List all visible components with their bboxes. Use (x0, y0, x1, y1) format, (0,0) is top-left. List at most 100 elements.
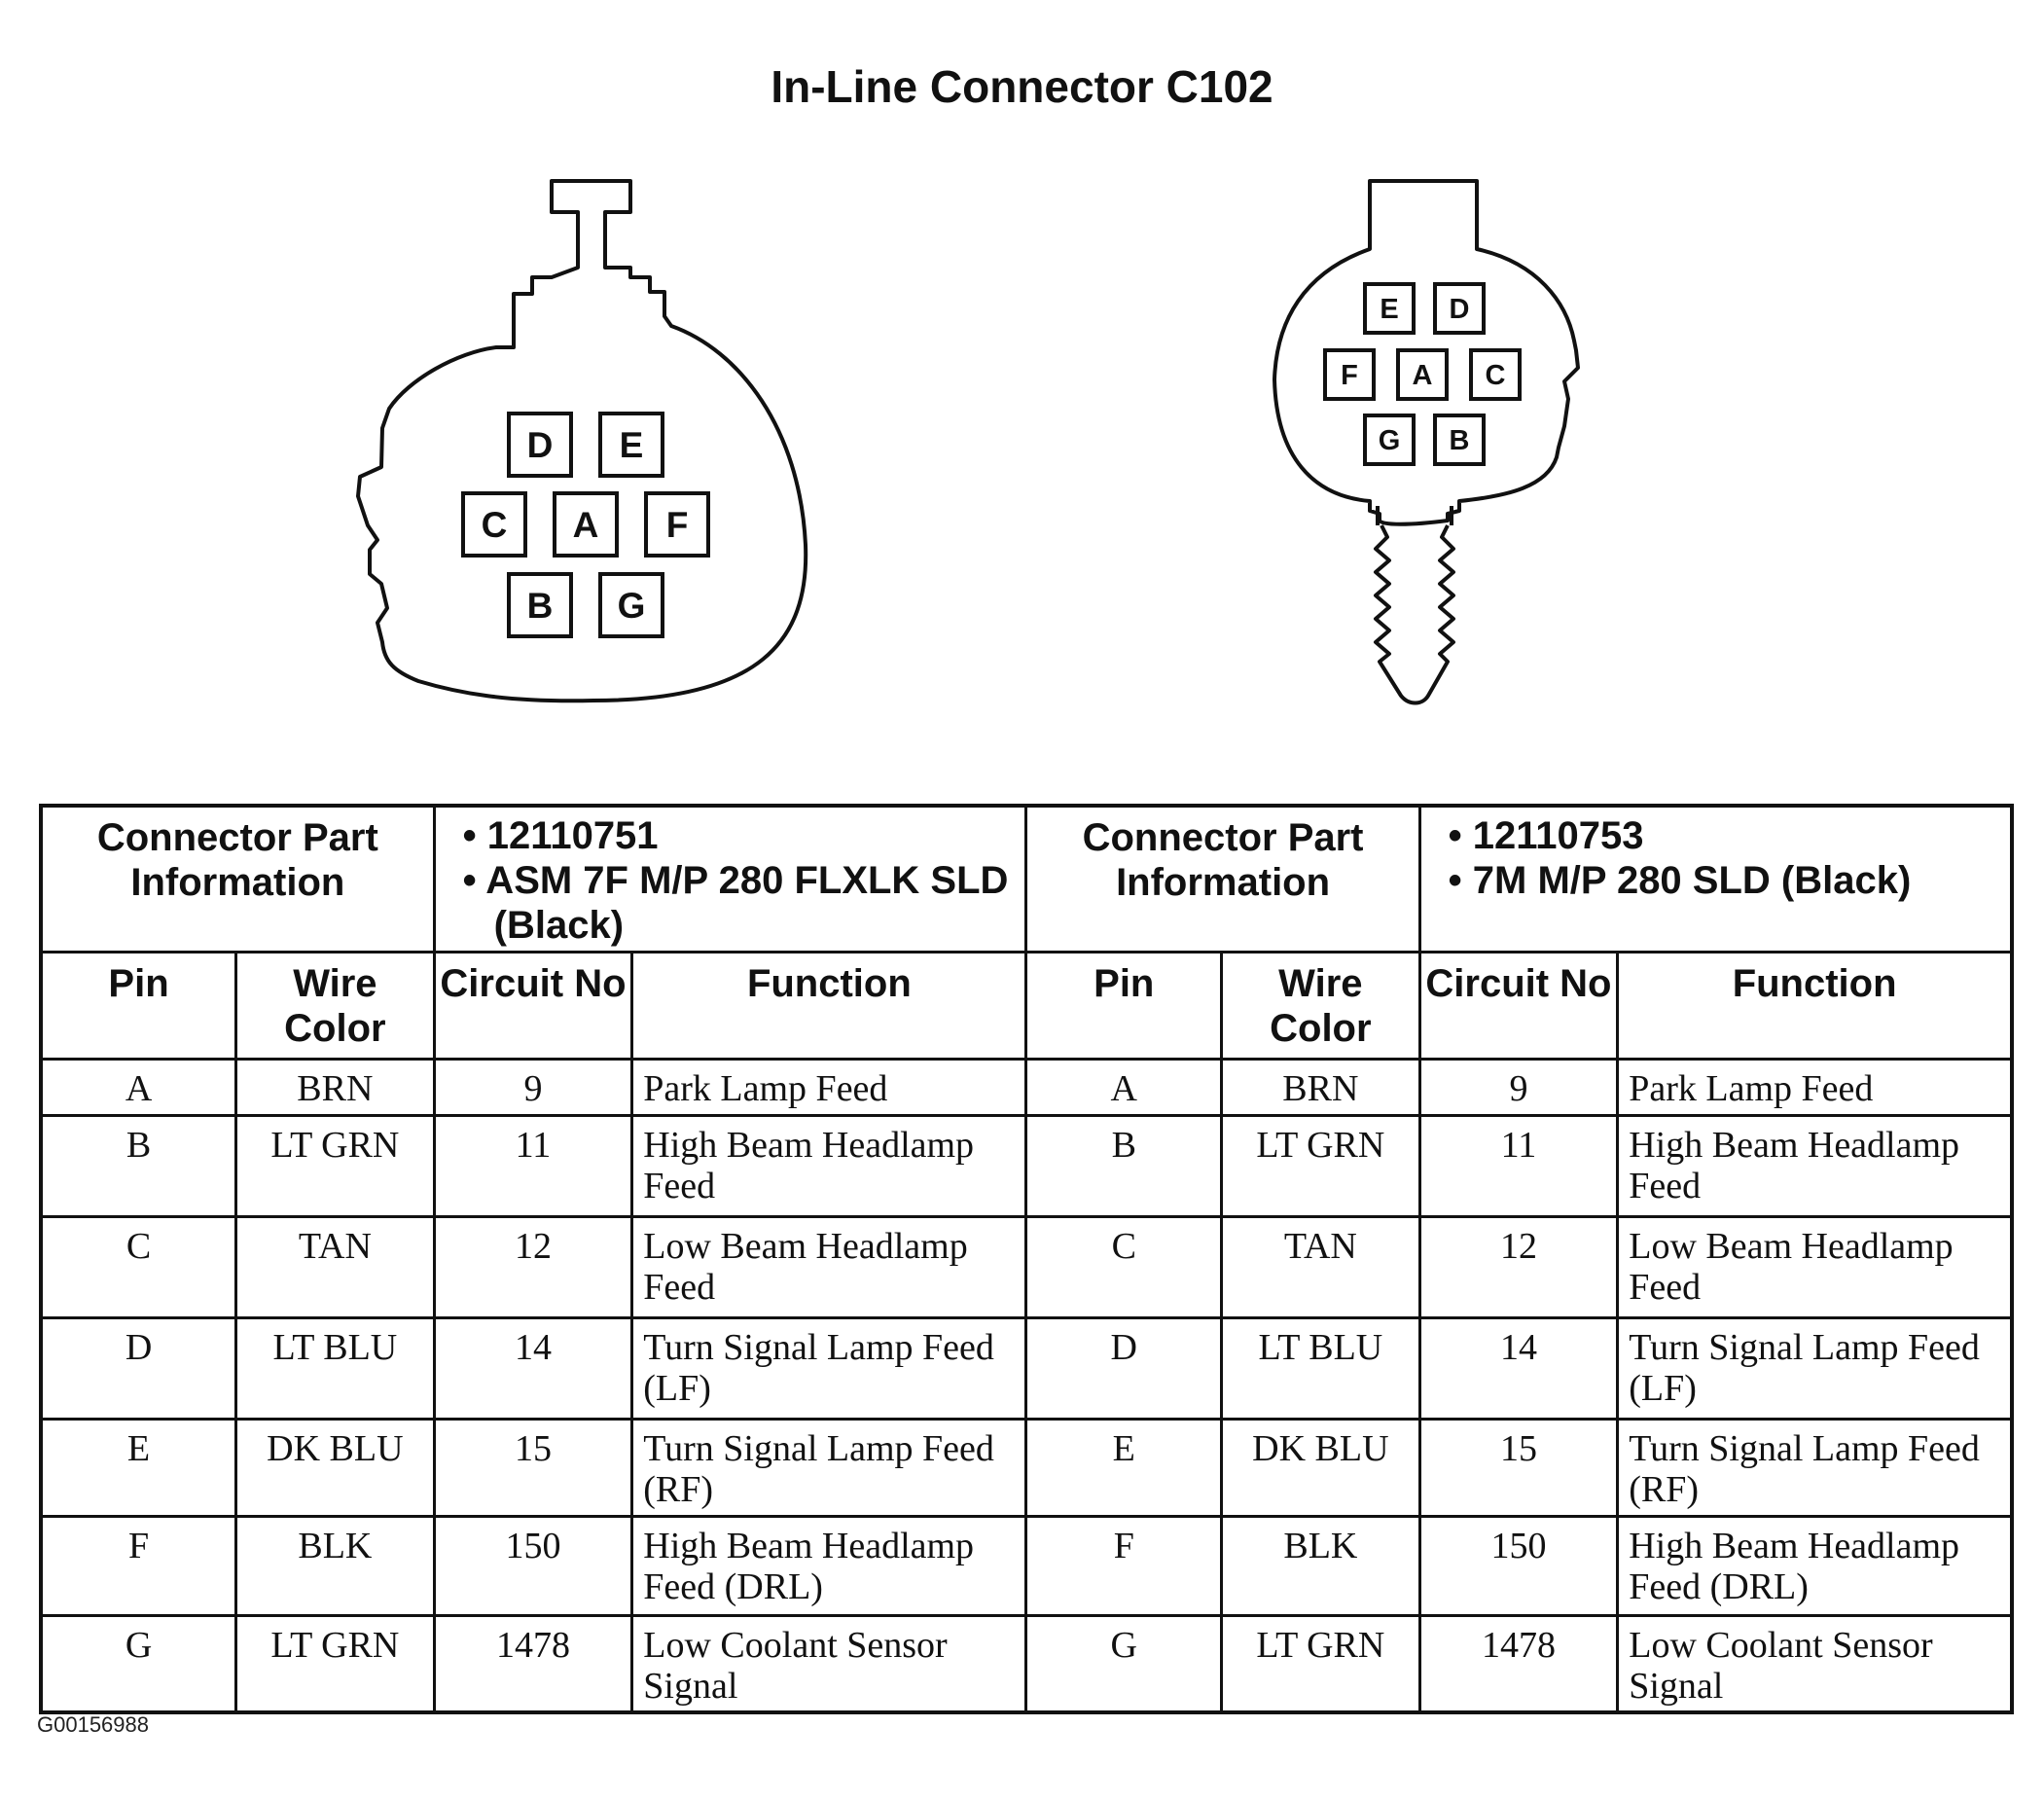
pin-box (507, 412, 573, 478)
left-part-info-label: Connector Part Information (39, 804, 436, 953)
right-part-info-label: Connector Part Information (1024, 804, 1421, 953)
function-cell: Turn Signal Lamp Feed (RF) (1616, 1417, 2014, 1518)
pin-label: B (527, 586, 554, 626)
pin-label: F (666, 505, 689, 545)
circuit-cell: 1478 (432, 1613, 634, 1714)
wire-color-cell: LT BLU (234, 1315, 436, 1421)
pin-box (1363, 282, 1416, 335)
circuit-cell: 14 (1417, 1315, 1620, 1421)
pin-cell: B (39, 1113, 238, 1218)
pin-cell: G (39, 1613, 238, 1714)
function-cell: Park Lamp Feed (630, 1057, 1028, 1117)
function-cell: High Beam Headlamp Feed (1616, 1113, 2014, 1218)
right-connector-pins: E D F A C G B (1323, 282, 1522, 466)
function-cell: Turn Signal Lamp Feed (LF) (630, 1315, 1028, 1421)
circuit-cell: 11 (1417, 1113, 1620, 1218)
function-cell: High Beam Headlamp Feed (630, 1113, 1028, 1218)
pin-cell: C (39, 1214, 238, 1319)
pin-label: G (618, 586, 646, 626)
wire-color-cell: BLK (1220, 1514, 1421, 1617)
function-cell: Turn Signal Lamp Feed (LF) (1616, 1315, 2014, 1421)
left-part-description: • ASM 7F M/P 280 FLXLK SLD (Black) (462, 859, 1009, 947)
pin-label: E (1380, 294, 1398, 325)
wire-color-cell: DK BLU (234, 1417, 436, 1518)
pin-cell: D (39, 1315, 238, 1421)
pin-box (644, 491, 710, 558)
pin-box (1433, 414, 1486, 466)
pin-cell: F (1024, 1514, 1224, 1617)
circuit-cell: 9 (1417, 1057, 1620, 1117)
pin-label: A (1413, 360, 1433, 391)
circuit-cell: 15 (1417, 1417, 1620, 1518)
header-function: Function (630, 950, 1028, 1061)
pin-box (461, 491, 527, 558)
header-function: Function (1616, 950, 2014, 1061)
wire-color-cell: TAN (1220, 1214, 1421, 1319)
circuit-cell: 15 (432, 1417, 634, 1518)
pin-label: D (1450, 294, 1470, 325)
pin-label: C (1486, 360, 1506, 391)
header-circuit-no: Circuit No (1417, 950, 1620, 1061)
function-cell: High Beam Headlamp Feed (DRL) (1616, 1514, 2014, 1617)
left-part-info: • 12110751 • ASM 7F M/P 280 FLXLK SLD (B… (432, 804, 1028, 953)
part-info-row: Connector Part Information • 12110751 • … (39, 804, 2014, 953)
function-cell: Low Coolant Sensor Signal (1616, 1613, 2014, 1714)
function-cell: Low Beam Headlamp Feed (1616, 1214, 2014, 1319)
wire-color-cell: BRN (234, 1057, 436, 1117)
right-part-number: • 12110753 (1448, 814, 1644, 857)
pin-cell: A (39, 1057, 238, 1117)
connector-pinout-table: Connector Part Information • 12110751 • … (39, 804, 2014, 1714)
column-header-row: Pin Wire Color Circuit No Function Pin W… (39, 950, 2014, 1061)
circuit-cell: 14 (432, 1315, 634, 1421)
pin-label: B (1450, 425, 1470, 456)
function-cell: Low Beam Headlamp Feed (630, 1214, 1028, 1319)
header-wire-color: Wire Color (1220, 950, 1421, 1061)
wire-color-cell: DK BLU (1220, 1417, 1421, 1518)
wire-color-cell: TAN (234, 1214, 436, 1319)
wire-color-cell: BRN (1220, 1057, 1421, 1117)
pin-cell: C (1024, 1214, 1224, 1319)
pin-box (598, 572, 664, 638)
right-connector (1273, 179, 1580, 705)
wire-color-cell: LT GRN (1220, 1613, 1421, 1714)
circuit-cell: 12 (1417, 1214, 1620, 1319)
wire-color-cell: LT GRN (234, 1613, 436, 1714)
pin-cell: B (1024, 1113, 1224, 1218)
pin-box (1396, 348, 1449, 401)
wire-color-cell: BLK (234, 1514, 436, 1617)
pin-cell: G (1024, 1613, 1224, 1714)
wire-color-cell: LT BLU (1220, 1315, 1421, 1421)
connector-drawings: D E C A F B G E D F A C G B (356, 179, 1580, 705)
pin-box (1323, 348, 1376, 401)
header-pin: Pin (39, 950, 238, 1061)
pin-label: G (1379, 425, 1401, 456)
circuit-cell: 12 (432, 1214, 634, 1319)
pin-box (1469, 348, 1522, 401)
wire-color-cell: LT GRN (234, 1113, 436, 1218)
pin-box (553, 491, 619, 558)
pin-label: F (1341, 360, 1358, 391)
pin-box (1433, 282, 1486, 335)
pin-label: D (527, 425, 554, 465)
header-pin: Pin (1024, 950, 1224, 1061)
pin-cell: F (39, 1514, 238, 1617)
circuit-cell: 150 (1417, 1514, 1620, 1617)
pin-box (598, 412, 664, 478)
pin-label: A (573, 505, 599, 545)
pin-box (507, 572, 573, 638)
left-part-number: • 12110751 (462, 814, 659, 857)
pin-cell: E (1024, 1417, 1224, 1518)
circuit-cell: 150 (432, 1514, 634, 1617)
pin-cell: D (1024, 1315, 1224, 1421)
figure-id: G00156988 (37, 1712, 149, 1737)
pin-cell: A (1024, 1057, 1224, 1117)
right-part-description: • 7M M/P 280 SLD (Black) (1448, 859, 1912, 902)
pin-label: E (620, 425, 644, 465)
